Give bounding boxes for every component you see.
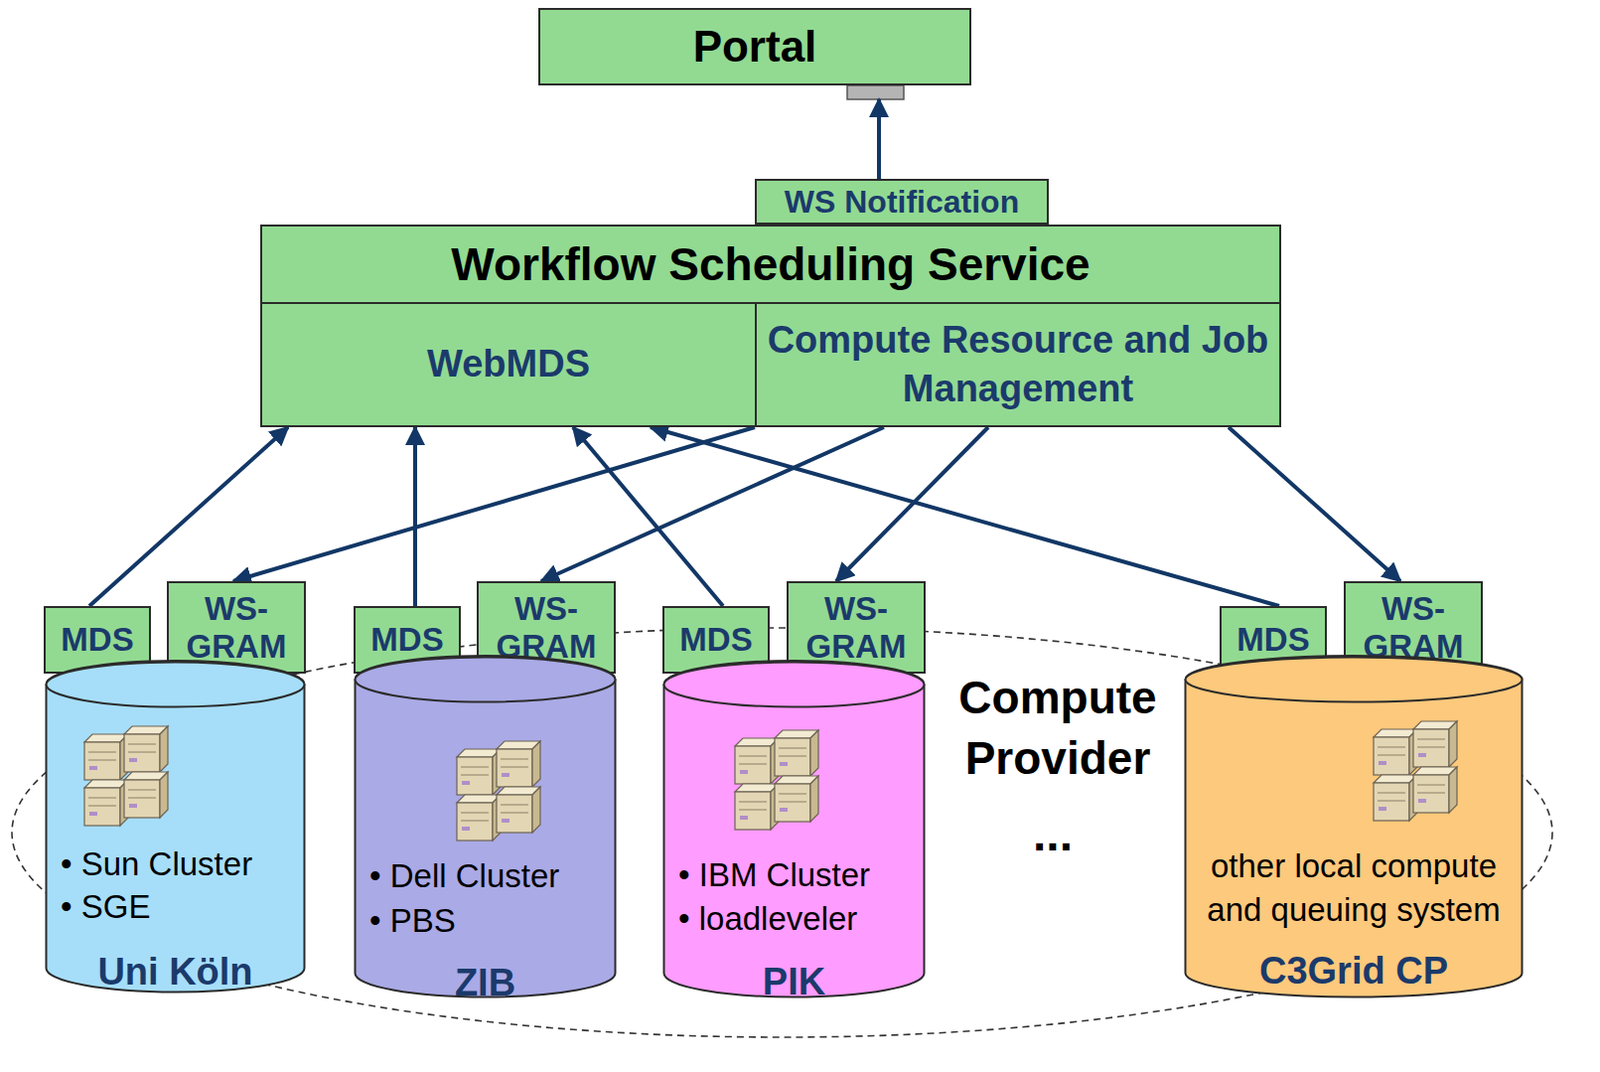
site-name: PIK bbox=[662, 956, 926, 1007]
server-icon bbox=[734, 729, 819, 830]
arrow-connector bbox=[89, 427, 289, 606]
webmds-box: WebMDS bbox=[260, 301, 757, 428]
cylinder-outline bbox=[353, 655, 617, 999]
node-text: WebMDS bbox=[427, 342, 590, 387]
cylinder-outline bbox=[662, 660, 926, 999]
site-detail: • loadleveler bbox=[678, 896, 922, 941]
node-text: WS Notification bbox=[784, 183, 1019, 221]
node-text: MDS bbox=[1236, 620, 1310, 659]
arrow-connector bbox=[650, 427, 1280, 606]
ellipsis-label: ... bbox=[1003, 806, 1103, 862]
arrow-connector bbox=[876, 99, 881, 179]
site-name: C3Grid CP bbox=[1183, 945, 1524, 996]
site-cylinder: other local compute and queuing systemC3… bbox=[1183, 655, 1524, 999]
node-text: MDS bbox=[679, 620, 752, 659]
node-text: WS- GRAM bbox=[172, 589, 300, 666]
cylinder-outline bbox=[44, 660, 306, 994]
site-detail: • Dell Cluster bbox=[369, 854, 613, 898]
notification-box: WS Notification bbox=[754, 178, 1049, 225]
arrow-connector bbox=[233, 427, 755, 582]
node-text: WS- GRAM bbox=[792, 589, 920, 666]
site-name: ZIB bbox=[353, 957, 617, 1008]
node-text: MDS bbox=[60, 620, 134, 659]
site-detail: • Sun Cluster bbox=[60, 842, 299, 886]
site-detail: • IBM Cluster bbox=[678, 853, 922, 897]
server-icon bbox=[456, 740, 541, 841]
cylinder-outline bbox=[1183, 655, 1524, 999]
job-management-box: Compute Resource and Job Management bbox=[754, 301, 1282, 428]
compute-provider-region: Compute ProviderMDSWS- GRAM• Sun Cluster… bbox=[9, 581, 1555, 1040]
site-cylinder: • Sun Cluster• SGE Uni Köln bbox=[44, 660, 306, 994]
node-text: WS- GRAM bbox=[1349, 589, 1477, 666]
site-cylinder: • IBM Cluster• loadlevelerPIK bbox=[662, 660, 926, 999]
arrow-connector bbox=[1228, 427, 1401, 582]
service-box: Workflow Scheduling ServiceWebMDS Compute… bbox=[260, 224, 1282, 426]
node-text: Portal bbox=[693, 21, 818, 73]
node-text: Compute Provider bbox=[923, 667, 1192, 788]
server-icon bbox=[1373, 721, 1457, 821]
node-text: Compute Resource and Job Management bbox=[760, 315, 1276, 415]
node-text: MDS bbox=[370, 620, 443, 659]
site-detail: • PBS bbox=[369, 898, 613, 943]
node-text: WS- GRAM bbox=[482, 589, 610, 666]
ws-gram-box: WS- GRAM bbox=[786, 581, 926, 674]
site-detail: • SGE bbox=[60, 884, 299, 929]
portal-box: Portal bbox=[538, 7, 972, 86]
server-icon bbox=[84, 726, 168, 826]
arrow-connector bbox=[573, 427, 724, 606]
portal-port bbox=[847, 85, 904, 100]
site-name: Uni Köln bbox=[44, 946, 306, 997]
site-cylinder: • Dell Cluster• PBSZIB bbox=[353, 655, 617, 999]
node-text: Workflow Scheduling Service bbox=[262, 226, 1280, 302]
arrow-connector bbox=[836, 427, 989, 582]
ws-gram-box: WS- GRAM bbox=[166, 581, 306, 674]
arrow-connector bbox=[413, 427, 418, 606]
site-detail: other local compute and queuing system bbox=[1187, 844, 1520, 931]
arrow-connector bbox=[541, 427, 884, 582]
